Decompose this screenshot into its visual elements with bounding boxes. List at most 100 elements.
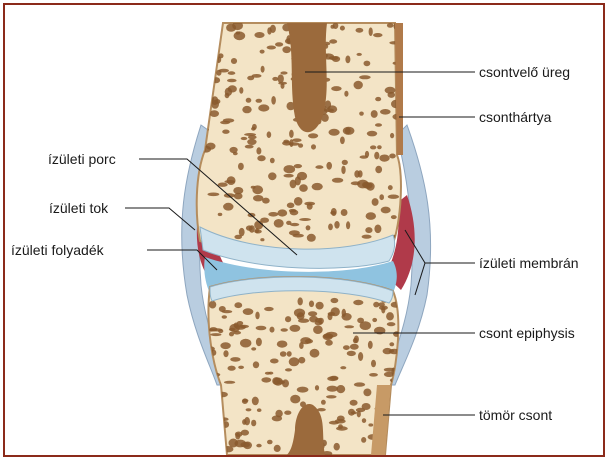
bone-pore bbox=[353, 300, 363, 305]
bone-pore bbox=[344, 325, 354, 328]
bone-pore bbox=[363, 389, 371, 397]
bone-pore bbox=[256, 147, 261, 154]
bone-pore bbox=[370, 145, 376, 149]
label-csonthartya: csonthártya bbox=[479, 109, 551, 125]
bone-pore bbox=[354, 81, 363, 90]
bone-pore bbox=[379, 306, 388, 311]
bone-pore bbox=[223, 203, 233, 211]
bone-pore bbox=[240, 339, 251, 348]
bone-pore bbox=[243, 308, 254, 315]
bone-pore bbox=[255, 312, 259, 320]
bone-pore bbox=[338, 424, 343, 429]
bone-pore bbox=[274, 445, 281, 452]
bone-pore bbox=[261, 377, 271, 382]
bone-pore bbox=[340, 137, 345, 145]
bone-pore bbox=[364, 61, 371, 67]
bone-pore bbox=[205, 75, 210, 80]
bone-pore bbox=[385, 87, 396, 94]
bone-pore bbox=[392, 442, 400, 449]
bone-pore bbox=[270, 327, 275, 333]
bone-pore bbox=[238, 163, 244, 170]
bone-pore bbox=[354, 382, 365, 386]
bone-pore bbox=[356, 408, 365, 412]
label-izuleti-tok: ízületi tok bbox=[49, 200, 108, 216]
bone-pore bbox=[222, 315, 227, 318]
bone-pore bbox=[210, 110, 219, 117]
bone-pore bbox=[299, 342, 304, 349]
bone-pore bbox=[390, 397, 399, 404]
bone-pore bbox=[306, 225, 311, 230]
bone-pore bbox=[235, 325, 246, 330]
bone-pore bbox=[350, 344, 359, 350]
bone-pore bbox=[344, 91, 348, 97]
bone-pore bbox=[362, 418, 366, 423]
bone-pore bbox=[313, 325, 323, 334]
bone-pore bbox=[267, 46, 276, 50]
bone-pore bbox=[389, 154, 396, 159]
bone-pore bbox=[298, 297, 303, 305]
bone-pore bbox=[360, 321, 371, 330]
bone-pore bbox=[377, 145, 382, 149]
bone-pore bbox=[245, 145, 254, 149]
bone-pore bbox=[239, 228, 245, 236]
bone-pore bbox=[254, 230, 262, 234]
bone-pore bbox=[309, 316, 318, 323]
bone-pore bbox=[343, 345, 350, 350]
bone-pore bbox=[343, 127, 355, 135]
bone-pore bbox=[375, 97, 381, 101]
bone-pore bbox=[218, 213, 223, 216]
bone-pore bbox=[371, 360, 376, 367]
bone-pore bbox=[290, 223, 299, 226]
bone-pore bbox=[241, 137, 248, 140]
bone-pore bbox=[307, 203, 313, 210]
bone-pore bbox=[222, 130, 229, 134]
bone-pore bbox=[369, 27, 373, 36]
bone-pore bbox=[348, 409, 355, 416]
bone-pore bbox=[205, 55, 215, 62]
bone-pore bbox=[228, 366, 236, 371]
bone-pore bbox=[379, 194, 384, 200]
bone-pore bbox=[334, 221, 339, 229]
bone-pore bbox=[275, 42, 283, 46]
bone-pore bbox=[264, 307, 274, 311]
bone-pore bbox=[331, 307, 340, 316]
bone-pore bbox=[253, 195, 263, 201]
bone-pore bbox=[272, 77, 278, 81]
bone-pore bbox=[365, 151, 369, 158]
bone-pore bbox=[293, 234, 304, 238]
bone-pore bbox=[372, 318, 377, 322]
bone-pore bbox=[333, 22, 339, 29]
bone-pore bbox=[287, 203, 295, 209]
bone-pore bbox=[268, 212, 278, 217]
bone-pore bbox=[239, 87, 243, 94]
bone-pore bbox=[234, 302, 242, 308]
bone-pore bbox=[209, 327, 217, 331]
bone-pore bbox=[341, 209, 348, 216]
bone-pore bbox=[357, 180, 368, 189]
bone-pore bbox=[330, 376, 339, 380]
bone-pore bbox=[368, 423, 373, 426]
bone-pore bbox=[204, 90, 213, 93]
bone-pore bbox=[331, 86, 341, 91]
bone-pore bbox=[289, 130, 294, 138]
bone-pore bbox=[230, 357, 240, 362]
bone-pore bbox=[256, 338, 262, 346]
bone-pore bbox=[309, 301, 314, 308]
bone-pore bbox=[238, 366, 244, 369]
bone-pore bbox=[387, 23, 394, 28]
bone-pore bbox=[257, 408, 262, 412]
bone-pore bbox=[308, 311, 317, 316]
bone-pore bbox=[222, 446, 233, 452]
bone-pore bbox=[368, 341, 373, 349]
bone-pore bbox=[209, 301, 216, 309]
bone-pore bbox=[289, 357, 300, 366]
bone-pore bbox=[367, 131, 377, 137]
bone-pore bbox=[270, 158, 275, 164]
bone-pore bbox=[283, 140, 289, 144]
bone-pore bbox=[316, 302, 324, 310]
bone-pore bbox=[372, 198, 379, 206]
bone-pore bbox=[277, 341, 288, 348]
bone-pore bbox=[256, 326, 267, 331]
bone-pore bbox=[310, 349, 320, 358]
bone-pore bbox=[381, 207, 391, 214]
